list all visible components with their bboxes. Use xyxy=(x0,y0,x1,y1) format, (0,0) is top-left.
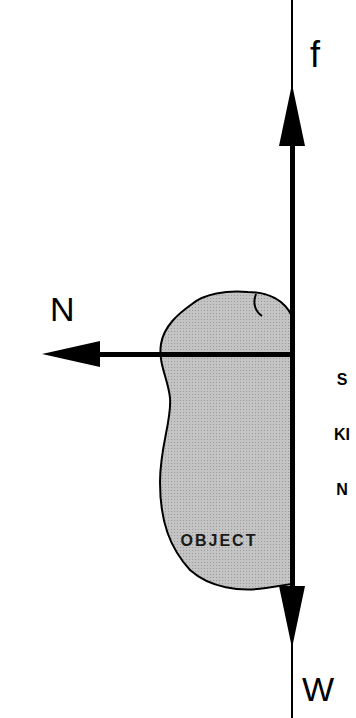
object-label: OBJECT xyxy=(181,532,258,550)
object-shape: OBJECT xyxy=(156,286,294,594)
force-label: N xyxy=(50,290,75,329)
force-label: f xyxy=(310,34,320,76)
skin-label: SKIN xyxy=(334,352,350,517)
force-label: W xyxy=(302,670,334,709)
